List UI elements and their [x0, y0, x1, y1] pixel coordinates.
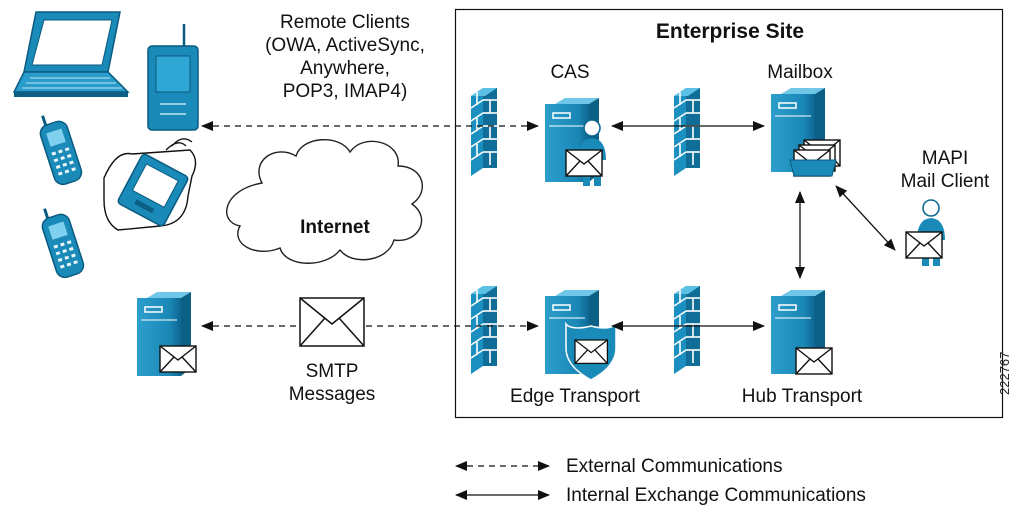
- legend-external-label: External Communications: [566, 456, 783, 477]
- remote-clients-line: Remote Clients: [280, 12, 410, 33]
- figure-id: 222767: [997, 351, 1012, 395]
- firewall-icon: [470, 285, 498, 375]
- remote-clients-line: (OWA, ActiveSync,: [265, 35, 425, 56]
- smtp-messages-label: SMTP Messages: [272, 360, 392, 406]
- mapi-line: Mail Client: [900, 171, 990, 192]
- envelope-icon: [159, 345, 197, 373]
- mobile-phone-icon: [39, 115, 83, 186]
- internal-link-mailbox-mapi: [835, 185, 896, 251]
- handheld-pda-icon: [103, 138, 197, 231]
- enterprise-site-boundary: [454, 8, 1004, 419]
- enterprise-site-title: Enterprise Site: [655, 20, 805, 43]
- mailbox-store-icon: [789, 139, 841, 177]
- mapi-line: MAPI: [921, 148, 969, 169]
- legend-internal-label: Internal Exchange Communications: [566, 485, 866, 506]
- smtp-envelope-icon: [299, 297, 365, 347]
- envelope-icon: [905, 231, 943, 259]
- envelope-icon: [565, 149, 603, 177]
- firewall-icon: [470, 87, 498, 177]
- envelope-icon: [795, 347, 833, 375]
- mailbox-label: Mailbox: [767, 62, 833, 83]
- remote-clients-line: Anywhere,: [300, 58, 390, 79]
- internet-cloud-icon: [226, 138, 423, 264]
- edge-transport-label: Edge Transport: [510, 386, 640, 407]
- firewall-icon: [673, 87, 701, 177]
- hub-transport-label: Hub Transport: [741, 386, 863, 407]
- remote-clients-line: POP3, IMAP4): [282, 81, 408, 102]
- mapi-client-label: MAPI Mail Client: [880, 147, 1010, 193]
- laptop-icon: [12, 11, 130, 97]
- internet-label: Internet: [300, 217, 370, 238]
- mobile-phone-icon: [41, 208, 85, 279]
- cas-label: CAS: [550, 62, 590, 83]
- firewall-icon: [673, 285, 701, 375]
- smtp-line: Messages: [288, 384, 376, 405]
- smtp-line: SMTP: [305, 361, 359, 382]
- remote-clients-label: Remote Clients (OWA, ActiveSync, Anywher…: [240, 11, 450, 103]
- mobile-device-icon: [147, 24, 199, 131]
